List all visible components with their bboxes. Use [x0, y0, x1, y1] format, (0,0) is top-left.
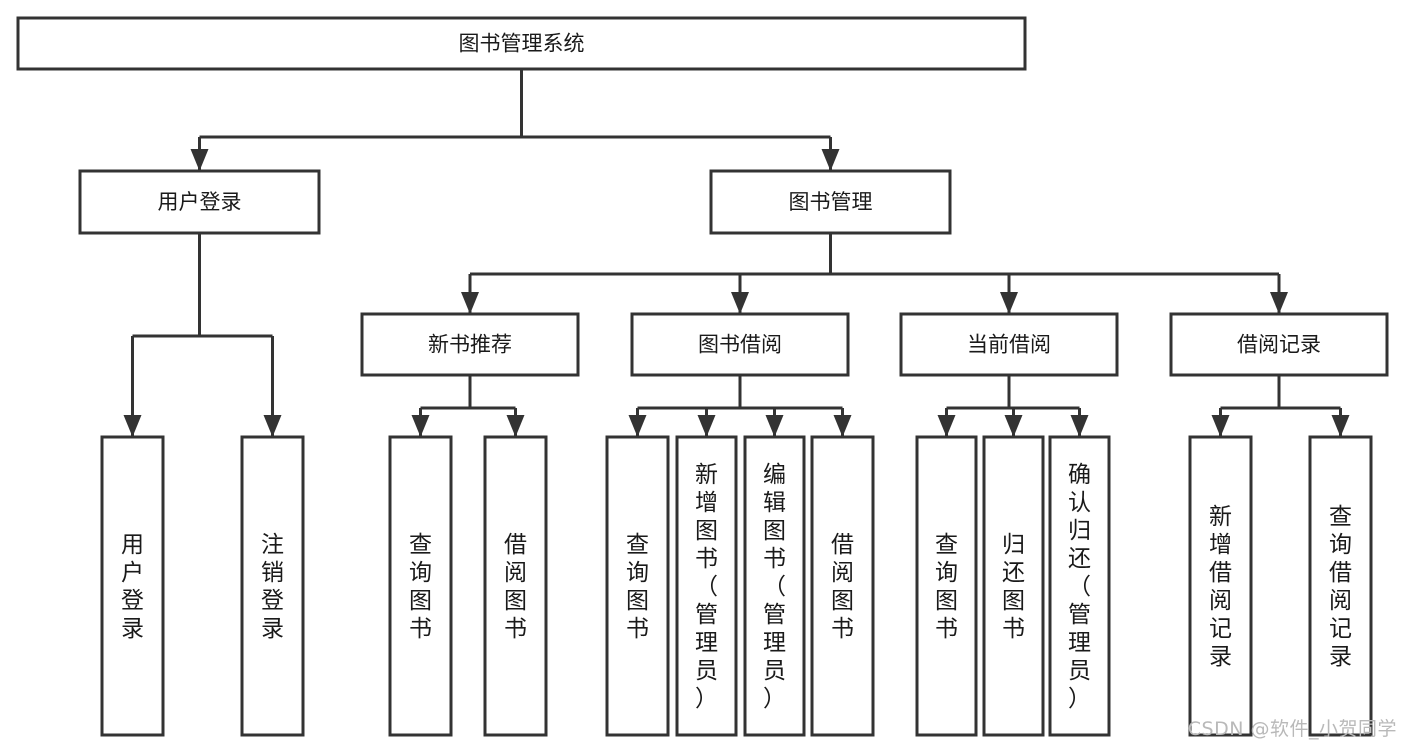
node-label-borrow-book-2: 借阅图书 [831, 532, 854, 642]
node-add-book-admin[interactable]: 新增图书（管理员） [675, 435, 738, 737]
node-box-root[interactable] [16, 16, 1027, 71]
node-new-book-recommend[interactable]: 新书推荐 [360, 312, 580, 377]
arrow-head-icon [937, 415, 956, 437]
node-current-borrow[interactable]: 当前借阅 [899, 312, 1119, 377]
node-confirm-return-admin[interactable]: 确认归还（管理员） [1048, 435, 1111, 737]
node-box-current-borrow[interactable] [899, 312, 1119, 377]
connector-layer [123, 69, 1350, 437]
node-book-management[interactable]: 图书管理 [709, 169, 952, 235]
arrow-head-icon [411, 415, 430, 437]
node-query-borrow-record[interactable]: 查询借阅记录 [1308, 435, 1373, 737]
node-label-user-login: 用户登录 [158, 190, 242, 214]
node-box-borrow-record[interactable] [1169, 312, 1389, 377]
node-borrow-book-2[interactable]: 借阅图书 [810, 435, 875, 737]
arrow-head-icon [461, 292, 479, 314]
node-label-borrow-book-1: 借阅图书 [504, 532, 527, 642]
node-return-book[interactable]: 归还图书 [982, 435, 1045, 737]
node-user-login-leaf[interactable]: 用户登录 [100, 435, 165, 737]
node-box-add-book-admin[interactable] [675, 435, 738, 737]
arrow-head-icon [731, 292, 749, 314]
node-label-edit-book-admin: 编辑图书（管理员） [763, 462, 786, 712]
node-box-borrow-book-2[interactable] [810, 435, 875, 737]
node-label-root: 图书管理系统 [459, 32, 585, 56]
arrow-head-icon [1270, 292, 1288, 314]
node-label-return-book: 归还图书 [1002, 532, 1025, 642]
node-box-user-login[interactable] [78, 169, 321, 235]
node-label-add-borrow-record: 新增借阅记录 [1209, 504, 1232, 670]
node-borrow-book-1[interactable]: 借阅图书 [483, 435, 548, 737]
node-box-book-management[interactable] [709, 169, 952, 235]
node-user-login[interactable]: 用户登录 [78, 169, 321, 235]
node-label-current-borrow: 当前借阅 [967, 333, 1051, 357]
node-box-user-login-leaf[interactable] [100, 435, 165, 737]
node-add-borrow-record[interactable]: 新增借阅记录 [1188, 435, 1253, 737]
node-box-query-book-1[interactable] [388, 435, 453, 737]
arrow-head-icon [1000, 292, 1018, 314]
node-root[interactable]: 图书管理系统 [16, 16, 1027, 71]
node-query-book-3[interactable]: 查询图书 [915, 435, 978, 737]
node-box-query-borrow-record[interactable] [1308, 435, 1373, 737]
arrow-head-icon [821, 149, 840, 171]
node-query-book-2[interactable]: 查询图书 [605, 435, 670, 737]
arrow-head-icon [765, 415, 784, 437]
node-box-query-book-2[interactable] [605, 435, 670, 737]
node-box-book-borrow[interactable] [630, 312, 850, 377]
arrow-head-icon [1211, 415, 1230, 437]
node-box-borrow-book-1[interactable] [483, 435, 548, 737]
node-label-new-book-recommend: 新书推荐 [428, 333, 512, 357]
node-label-user-login-leaf: 用户登录 [121, 532, 144, 642]
node-box-query-book-3[interactable] [915, 435, 978, 737]
arrow-head-icon [1004, 415, 1023, 437]
node-label-query-book-1: 查询图书 [409, 532, 432, 642]
node-user-logout-leaf[interactable]: 注销登录 [240, 435, 305, 737]
node-label-query-book-2: 查询图书 [626, 532, 649, 642]
node-label-add-book-admin: 新增图书（管理员） [695, 462, 718, 712]
arrow-head-icon [263, 415, 282, 437]
node-box-edit-book-admin[interactable] [743, 435, 806, 737]
arrow-head-icon [628, 415, 647, 437]
node-box-return-book[interactable] [982, 435, 1045, 737]
node-box-confirm-return-admin[interactable] [1048, 435, 1111, 737]
node-label-book-management: 图书管理 [789, 190, 873, 214]
node-label-book-borrow: 图书借阅 [698, 333, 782, 357]
node-label-query-book-3: 查询图书 [935, 532, 958, 642]
arrow-head-icon [190, 149, 209, 171]
arrow-head-icon [1070, 415, 1089, 437]
node-edit-book-admin[interactable]: 编辑图书（管理员） [743, 435, 806, 737]
node-label-user-logout-leaf: 注销登录 [261, 532, 284, 642]
arrow-head-icon [697, 415, 716, 437]
node-layer: 图书管理系统用户登录图书管理新书推荐图书借阅当前借阅借阅记录用户登录注销登录查询… [16, 16, 1389, 737]
node-label-confirm-return-admin: 确认归还（管理员） [1068, 462, 1091, 712]
node-query-book-1[interactable]: 查询图书 [388, 435, 453, 737]
node-box-add-borrow-record[interactable] [1188, 435, 1253, 737]
node-box-user-logout-leaf[interactable] [240, 435, 305, 737]
arrow-head-icon [833, 415, 852, 437]
node-box-new-book-recommend[interactable] [360, 312, 580, 377]
arrow-head-icon [506, 415, 525, 437]
node-label-query-borrow-record: 查询借阅记录 [1329, 504, 1352, 670]
arrow-head-icon [123, 415, 142, 437]
node-borrow-record[interactable]: 借阅记录 [1169, 312, 1389, 377]
node-label-borrow-record: 借阅记录 [1237, 333, 1321, 357]
node-book-borrow[interactable]: 图书借阅 [630, 312, 850, 377]
arrow-head-icon [1331, 415, 1350, 437]
